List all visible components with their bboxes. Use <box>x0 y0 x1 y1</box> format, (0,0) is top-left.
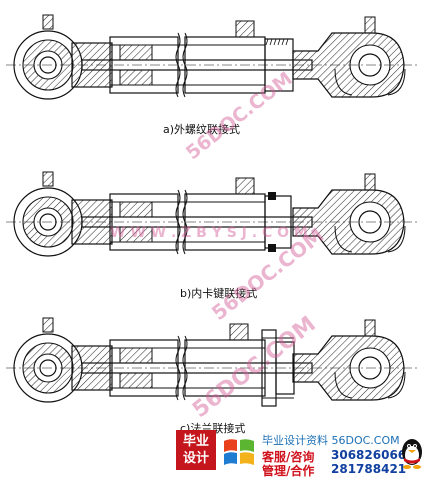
service-qq: 306826066 <box>331 448 407 462</box>
snap-key-top <box>268 192 276 200</box>
penguin-icon <box>402 439 422 469</box>
right-grease-nipple <box>364 16 376 34</box>
clevis-arc-right <box>387 225 406 253</box>
snap-key-bottom <box>268 244 276 252</box>
thread-mark <box>265 38 269 46</box>
caption-a: a)外螺纹联接式 <box>163 123 241 136</box>
piston-seal-top <box>119 347 153 364</box>
oil-port-fitting <box>235 177 255 195</box>
left-grease-nipple <box>42 14 54 30</box>
thread-mark <box>269 38 273 46</box>
break-line-right <box>182 335 188 401</box>
windows-flag-icon <box>224 439 254 465</box>
clevis-arc-left <box>334 68 353 96</box>
thread-mark <box>285 38 289 46</box>
left-grease-nipple <box>42 317 54 333</box>
clevis-arc-right <box>387 371 406 399</box>
manage-label: 管理/合作 <box>262 464 315 478</box>
clevis-arc-left <box>334 225 353 253</box>
oil-port-fitting <box>229 323 249 341</box>
right-grease-nipple <box>364 319 376 337</box>
clevis-arc-right <box>387 68 406 96</box>
biye-logo: 毕业 设计 <box>176 430 216 470</box>
piston-seal-top <box>119 44 153 61</box>
cylinder-view-b <box>6 171 420 257</box>
piston-seal-bottom <box>119 69 153 86</box>
site-banner: 毕业 设计 毕业设计资料 56DOC.COM 客服/咨询 306826066 管… <box>0 428 427 478</box>
cylinder-view-c <box>6 317 420 407</box>
thread-mark <box>277 38 281 46</box>
site-name: 毕业设计资料 56DOC.COM <box>262 434 400 447</box>
logo-bottom-text: 设计 <box>182 451 209 466</box>
piston-seal-bottom <box>119 226 153 243</box>
manage-qq: 281788421 <box>331 462 407 476</box>
break-line-right <box>182 32 188 98</box>
clevis-arc-left <box>334 371 353 399</box>
break-line-right <box>182 189 188 255</box>
caption-b: b)内卡键联接式 <box>180 287 258 300</box>
thread-mark <box>281 38 285 46</box>
piston-seal-top <box>119 201 153 218</box>
thread-mark <box>273 38 277 46</box>
right-grease-nipple <box>364 173 376 191</box>
cylinder-view-a <box>6 14 420 100</box>
oil-port-fitting <box>235 20 255 38</box>
piston-seal-bottom <box>119 372 153 389</box>
logo-top-text: 毕业 <box>182 434 209 449</box>
left-grease-nipple <box>42 171 54 187</box>
service-label: 客服/咨询 <box>262 450 315 464</box>
cylinder-drawing <box>6 14 420 407</box>
